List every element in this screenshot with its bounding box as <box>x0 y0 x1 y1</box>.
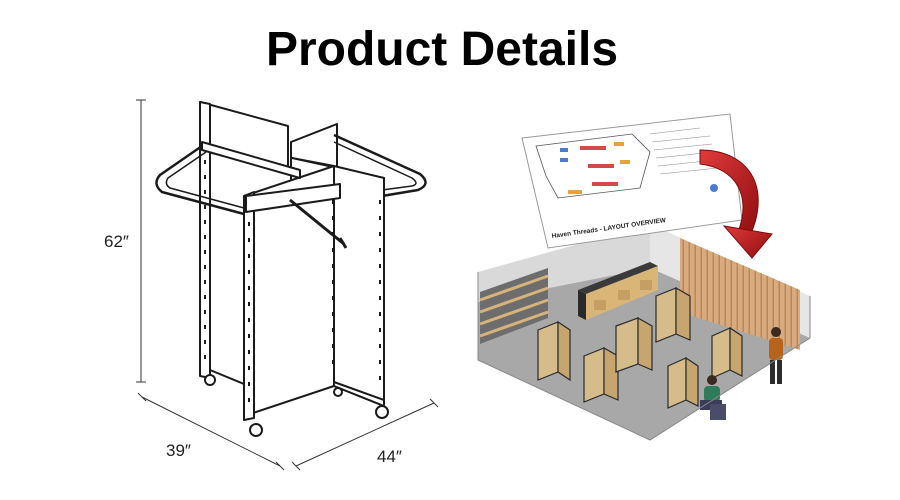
dimension-lines <box>136 99 439 471</box>
rack-upright-holes <box>204 160 381 402</box>
back-counter <box>578 262 658 320</box>
layout-plan-sheet: Haven Threads - LAYOUT OVERVIEW <box>521 113 743 249</box>
shopper-figures <box>700 327 783 420</box>
width-dimension-label: 39″ <box>166 441 191 460</box>
four-way-rack-drawing <box>155 101 427 437</box>
depth-dimension-label: 44″ <box>377 447 402 466</box>
red-curved-arrow <box>699 149 773 259</box>
store-room-illustration <box>477 224 811 441</box>
height-dimension-label: 62″ <box>104 232 129 251</box>
page-title: Product Details <box>265 23 619 76</box>
wall-shelving <box>479 268 549 344</box>
display-panels <box>537 286 743 409</box>
